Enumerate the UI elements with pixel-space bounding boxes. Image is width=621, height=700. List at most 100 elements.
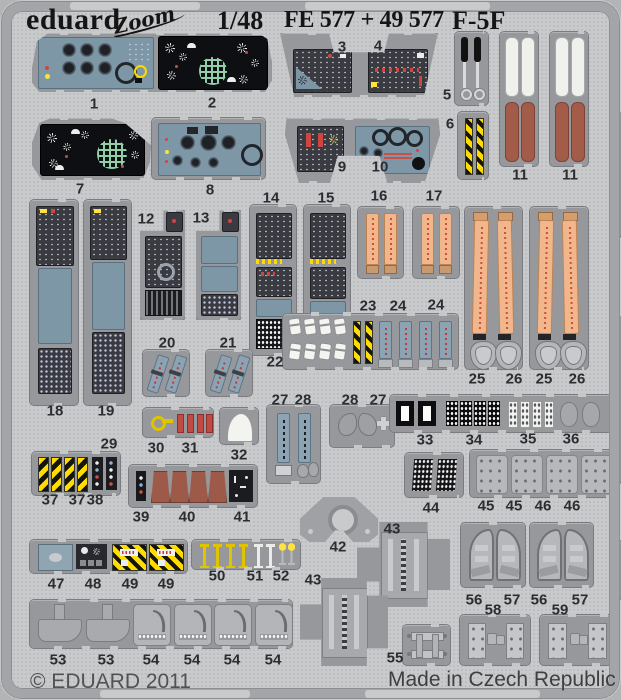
white-tee-pin [266, 544, 275, 568]
part-54-panel [214, 604, 252, 646]
rivet-strip [219, 634, 247, 640]
part-53-body [38, 619, 82, 642]
breaker-grid [38, 348, 72, 394]
belt-strap [505, 37, 519, 97]
ladder-post [432, 634, 439, 658]
brown-boot [189, 471, 208, 503]
edge-sliver-plate [612, 314, 621, 486]
lever-ring [461, 89, 472, 100]
red-bar [318, 133, 323, 147]
white-strip [544, 401, 554, 428]
frame-body [322, 588, 368, 658]
white-buckle [334, 318, 346, 335]
dial [181, 136, 194, 149]
part-number-label: 25 [468, 370, 486, 388]
panel-cutout [49, 553, 62, 562]
lever-handle [474, 37, 481, 62]
gauge-dome [71, 129, 80, 134]
frame-body [381, 532, 428, 599]
console-section [36, 206, 74, 266]
part-number-label: 59 [551, 601, 569, 619]
hinge-clip [496, 635, 505, 645]
yellow-button-row [310, 259, 336, 264]
tan-belt [439, 213, 452, 265]
vent-foot [538, 564, 559, 578]
knob [80, 560, 86, 566]
plate-parts-56-57-vents [530, 521, 593, 589]
part-number-label: 14 [262, 189, 280, 207]
dial [63, 44, 75, 56]
part-number-label: 43 [304, 571, 322, 589]
console-section [201, 266, 238, 292]
plate-parts-39-41 [129, 463, 257, 509]
instrument-starburst [47, 133, 57, 143]
frame-rivet-line [401, 539, 406, 591]
part-number-label: 38 [86, 491, 104, 509]
part-3-console [293, 49, 352, 93]
part-number-label: 11 [512, 166, 528, 184]
belt-pad [505, 102, 519, 162]
part-49-hazard-placard [112, 544, 147, 571]
belt-loop [561, 342, 586, 369]
part-number-label: 6 [445, 115, 455, 133]
plate-parts-1-2 [32, 33, 272, 92]
plate-parts-50-52 [192, 538, 300, 571]
vent-slot [543, 556, 556, 562]
part-number-label: 1 [89, 95, 99, 113]
belt-buckle [384, 265, 397, 274]
part-number-label: 8 [205, 181, 215, 199]
black-knob [412, 157, 425, 170]
brown-boot [208, 471, 227, 503]
hinge-plate [548, 623, 567, 659]
part-7-instrument-panel [40, 124, 145, 176]
part-number-label: 11 [562, 166, 578, 184]
grey-strap [439, 321, 452, 359]
hazard-strip [365, 321, 373, 364]
riveted-plate [546, 455, 578, 494]
part-2-instrument-panel [158, 36, 268, 90]
plate-part-32 [220, 406, 258, 446]
part-number-label: 10 [371, 158, 389, 176]
instrument-starburst [251, 59, 259, 67]
vent-foot [567, 564, 588, 578]
copyright-text: © EDUARD 2011 [30, 670, 191, 693]
part-54-panel [255, 604, 293, 646]
tan-belt [421, 213, 434, 265]
edge-sliver-plate [614, 540, 621, 600]
part-number-label: 46 [534, 497, 552, 515]
part-number-label: 55 [386, 649, 404, 667]
strap-tip [418, 359, 433, 368]
part-number-label: 46 [563, 497, 581, 515]
brown-boot [170, 471, 189, 503]
part-number-label: 26 [505, 370, 523, 388]
yellow-tee-pin [213, 544, 222, 568]
plate-parts-27-28-straps [267, 403, 320, 485]
riveted-plate [476, 455, 508, 494]
part-number-label: 34 [465, 431, 483, 449]
frame-tab [365, 690, 540, 698]
ball-pin [288, 543, 295, 565]
aircraft-name: F-5F [452, 6, 506, 35]
black-grid-plate [446, 401, 458, 426]
white-buckle [304, 343, 316, 360]
plate-part-55 [403, 623, 450, 667]
white-strip [532, 401, 542, 428]
red-strip [187, 414, 194, 433]
screw-dot [407, 634, 411, 638]
breaker-grid [92, 332, 125, 394]
part-number-label: 5 [442, 86, 452, 104]
part-number-label: 9 [337, 158, 347, 176]
part-number-label: 56 [530, 591, 548, 609]
grey-strap [399, 321, 412, 359]
part-number-label: 48 [84, 575, 102, 593]
breaker-grid [201, 294, 238, 316]
hinge-clip [579, 635, 588, 645]
rivet-strip [138, 634, 166, 640]
part-number-label: 54 [183, 651, 201, 669]
yellow-key-ring [151, 416, 166, 431]
part-number-label: 44 [422, 499, 440, 517]
bracket-hole [308, 529, 313, 534]
dial [191, 158, 200, 167]
yellow-tee-pin [239, 544, 248, 568]
windscreen-blank [227, 413, 253, 442]
